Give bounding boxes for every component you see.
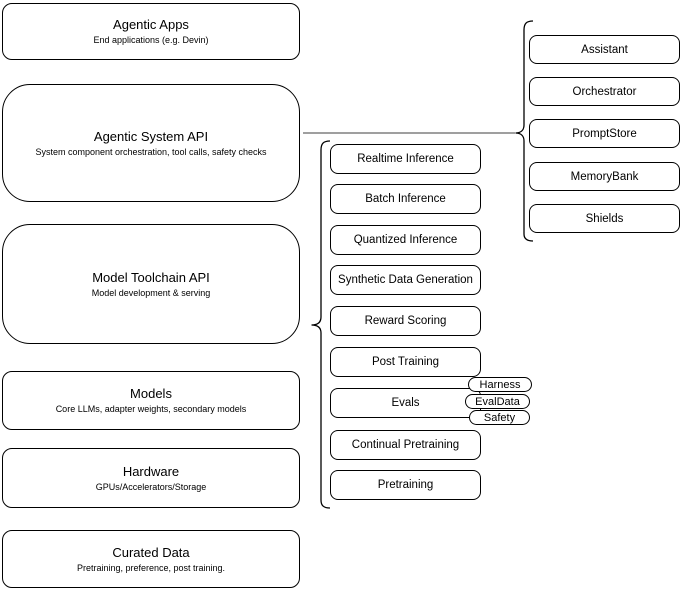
node-realtime-inference: Realtime Inference xyxy=(330,144,481,174)
node-subtitle: Model development & serving xyxy=(91,287,211,298)
node-label: Continual Pretraining xyxy=(351,439,460,451)
system-components-brace xyxy=(515,20,534,242)
node-batch-inference: Batch Inference xyxy=(330,184,481,214)
node-memorybank: MemoryBank xyxy=(529,162,680,191)
node-hardware: Hardware GPUs/Accelerators/Storage xyxy=(2,448,300,508)
node-label: Evals xyxy=(391,397,420,409)
node-curated-data: Curated Data Pretraining, preference, po… xyxy=(2,530,300,588)
node-label: Realtime Inference xyxy=(357,153,454,165)
node-title: Agentic System API xyxy=(93,128,209,144)
node-title: Curated Data xyxy=(112,544,190,560)
node-title: Agentic Apps xyxy=(113,17,189,32)
tag-label: Harness xyxy=(479,378,521,391)
node-label: Synthetic Data Generation xyxy=(338,274,473,286)
node-evals: Evals xyxy=(330,388,481,418)
node-agentic-apps: Agentic Apps End applications (e.g. Devi… xyxy=(2,3,300,60)
node-subtitle: End applications (e.g. Devin) xyxy=(93,35,209,45)
node-subtitle: System component orchestration, tool cal… xyxy=(35,146,267,157)
node-synthetic-data-generation: Synthetic Data Generation xyxy=(330,265,481,295)
node-label: Assistant xyxy=(581,43,628,56)
tag-label: Safety xyxy=(483,411,516,424)
node-quantized-inference: Quantized Inference xyxy=(330,225,481,255)
node-subtitle: Core LLMs, adapter weights, secondary mo… xyxy=(55,404,247,414)
node-promptstore: PromptStore xyxy=(529,119,680,148)
node-label: Pretraining xyxy=(377,479,434,491)
node-subtitle: GPUs/Accelerators/Storage xyxy=(95,481,207,492)
node-agentic-system-api: Agentic System API System component orch… xyxy=(2,84,300,202)
node-reward-scoring: Reward Scoring xyxy=(330,306,481,336)
tag-label: EvalData xyxy=(475,395,520,408)
node-label: Post Training xyxy=(371,356,440,368)
node-pretraining: Pretraining xyxy=(330,470,481,500)
node-assistant: Assistant xyxy=(529,35,680,64)
node-label: Orchestrator xyxy=(572,85,637,98)
tag-evaldata: EvalData xyxy=(465,394,530,409)
tag-harness: Harness xyxy=(468,377,532,392)
node-title: Model Toolchain API xyxy=(92,269,210,285)
node-label: Reward Scoring xyxy=(364,315,447,327)
toolchain-brace xyxy=(311,140,331,509)
node-label: Quantized Inference xyxy=(353,234,458,246)
node-title: Models xyxy=(130,386,172,401)
node-shields: Shields xyxy=(529,204,680,233)
node-title: Hardware xyxy=(122,463,180,479)
node-post-training: Post Training xyxy=(330,347,481,377)
node-continual-pretraining: Continual Pretraining xyxy=(330,430,481,460)
node-subtitle: Pretraining, preference, post training. xyxy=(76,562,226,573)
node-models: Models Core LLMs, adapter weights, secon… xyxy=(2,371,300,430)
node-label: PromptStore xyxy=(572,127,637,140)
node-label: MemoryBank xyxy=(570,170,639,183)
node-label: Shields xyxy=(585,212,624,225)
node-orchestrator: Orchestrator xyxy=(529,77,680,106)
node-label: Batch Inference xyxy=(365,193,446,205)
tag-safety: Safety xyxy=(469,410,530,425)
node-model-toolchain-api: Model Toolchain API Model development & … xyxy=(2,224,300,344)
